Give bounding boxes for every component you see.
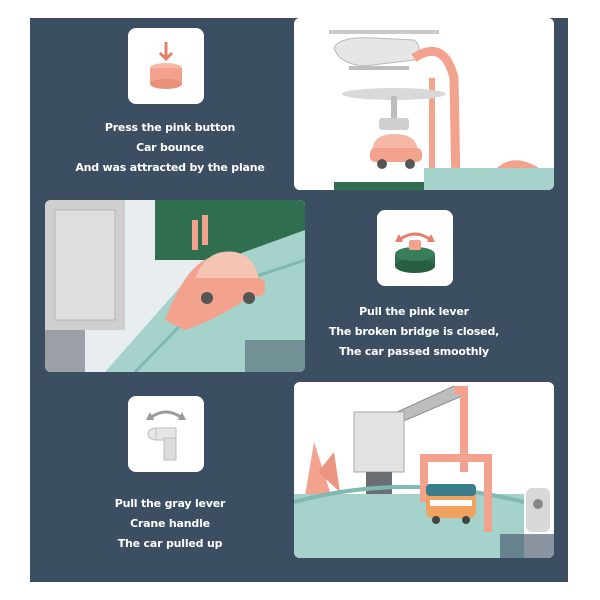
step-1-line-1: Press the pink button — [104, 121, 236, 134]
step-1-line-2: Car bounce — [136, 141, 204, 154]
step-2-line-3: The car passed smoothly — [339, 345, 489, 358]
step-3-line-3: The car pulled up — [117, 537, 223, 550]
step-2-caption: Pull the pink lever The broken bridge is… — [304, 302, 524, 362]
step-2-line-1: Pull the pink lever — [359, 305, 469, 318]
step-3-icon-card — [128, 396, 204, 472]
crane-photo — [294, 382, 554, 558]
rotate-lever-icon — [395, 232, 435, 273]
step-2-line-2: The broken bridge is closed, — [328, 325, 500, 338]
push-button-icon — [150, 42, 182, 89]
step-1-caption: Press the pink button Car bounce And was… — [60, 118, 280, 178]
step-1-icon-card — [128, 28, 204, 104]
bridge-photo — [45, 200, 305, 372]
step-2-icon-card — [377, 210, 453, 286]
step-3-line-1: Pull the gray lever — [114, 497, 226, 510]
step-3-line-2: Crane handle — [130, 517, 210, 530]
helicopter-photo — [294, 18, 554, 190]
step-1-line-3: And was attracted by the plane — [75, 161, 265, 174]
instruction-board: Press the pink button Car bounce And was… — [30, 18, 568, 582]
crane-lever-icon — [146, 410, 186, 461]
step-3-caption: Pull the gray lever Crane handle The car… — [60, 494, 280, 554]
